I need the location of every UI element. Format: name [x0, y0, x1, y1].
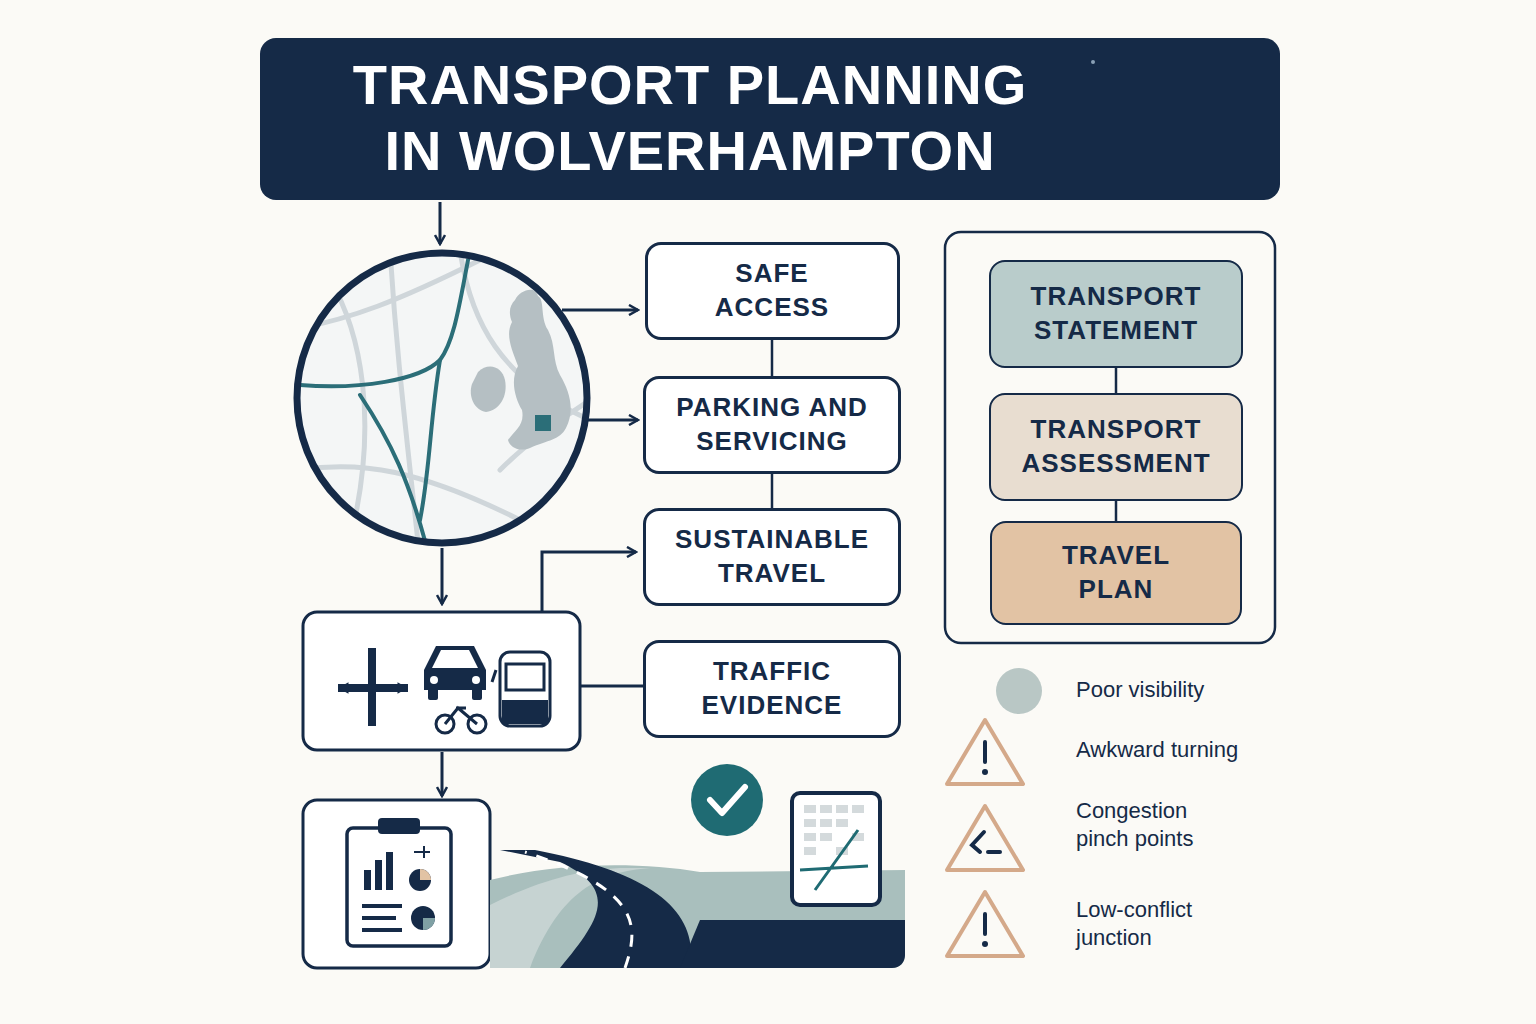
title-text: TRANSPORT PLANNING IN WOLVERHAMPTON: [334, 52, 1046, 184]
step-box: PARKING AND SERVICING: [643, 376, 901, 474]
box-label: TRANSPORT ASSESSMENT: [1002, 413, 1230, 481]
box-label: SAFE ACCESS: [687, 257, 857, 325]
title-banner: [260, 38, 1280, 200]
connector: [771, 474, 774, 508]
step-box: TRAFFIC EVIDENCE: [643, 640, 901, 738]
legend-text: Low-conflict junction: [1076, 896, 1236, 951]
connector: [1115, 368, 1118, 393]
legend-text: Awkward turning: [1076, 736, 1296, 764]
document-box: TRANSPORT STATEMENT: [989, 260, 1243, 368]
connector: [771, 340, 774, 376]
legend-text: Poor visibility: [1076, 676, 1296, 704]
box-label: PARKING AND SERVICING: [656, 391, 888, 459]
document-box: TRAVEL PLAN: [990, 521, 1242, 625]
connector: [1115, 501, 1118, 521]
document-box: TRANSPORT ASSESSMENT: [989, 393, 1243, 501]
box-label: SUSTAINABLE TRAVEL: [656, 523, 888, 591]
box-label: TRANSPORT STATEMENT: [1002, 280, 1230, 348]
report-icon: [303, 800, 490, 968]
box-label: TRAVEL PLAN: [1041, 539, 1191, 607]
transport-icons: [303, 612, 580, 750]
map-circle: [290, 250, 590, 560]
box-label: TRAFFIC EVIDENCE: [656, 655, 888, 723]
document-panel: [945, 232, 1275, 643]
road-scene: [490, 764, 905, 968]
step-box: SUSTAINABLE TRAVEL: [643, 508, 901, 606]
legend-symbols: [947, 720, 1023, 956]
step-box: SAFE ACCESS: [645, 242, 900, 340]
legend-text: Congestion pinch points: [1076, 797, 1236, 852]
legend-swatch: [996, 668, 1042, 714]
